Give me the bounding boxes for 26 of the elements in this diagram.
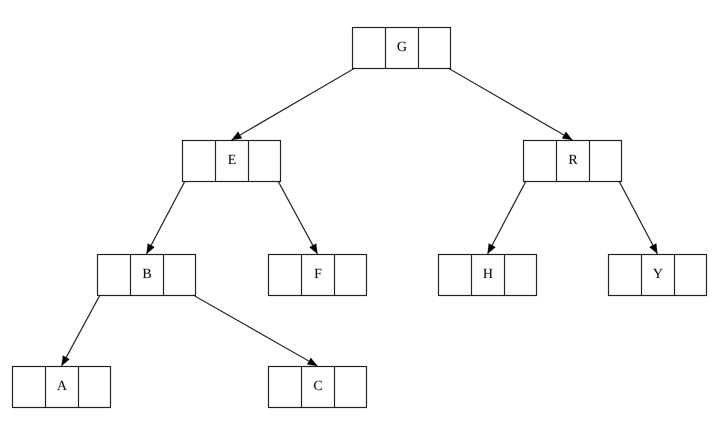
arrow <box>231 68 356 140</box>
record-node <box>12 366 111 408</box>
node-label: H <box>482 267 494 283</box>
record-node <box>352 27 451 69</box>
record-node <box>268 366 367 408</box>
arrow <box>487 180 526 254</box>
arrow <box>146 180 186 254</box>
node-label: F <box>314 267 322 283</box>
node-label: C <box>313 379 323 395</box>
record-node <box>438 254 537 296</box>
arrow <box>192 294 318 366</box>
record-node <box>182 140 281 182</box>
node-label: B <box>142 267 152 283</box>
node-label: E <box>228 153 236 169</box>
arrow <box>618 180 658 254</box>
record-node <box>97 254 196 296</box>
record-node <box>608 254 707 296</box>
arrow <box>61 294 100 366</box>
record-node <box>268 254 367 296</box>
node-label: Y <box>652 267 664 283</box>
record-node <box>523 140 622 182</box>
node-label: G <box>396 40 408 56</box>
node-label: R <box>568 153 578 169</box>
arrow <box>278 180 318 254</box>
arrow <box>448 68 573 140</box>
node-label: A <box>56 379 68 395</box>
